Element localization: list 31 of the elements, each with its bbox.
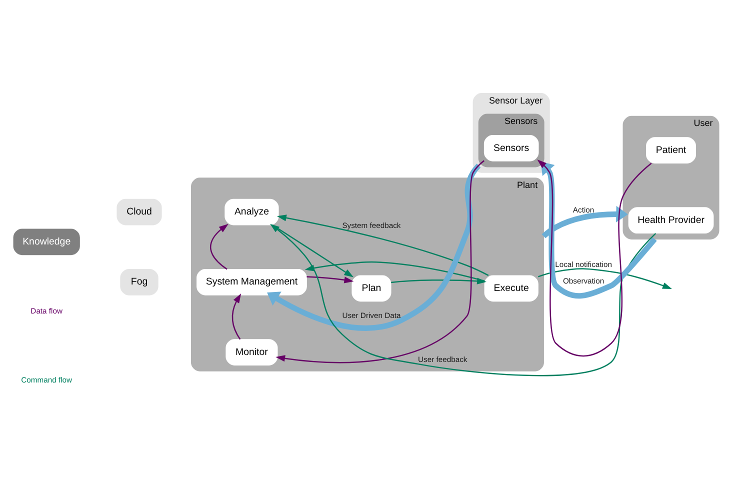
arrow: [537, 159, 652, 357]
arrow: [210, 224, 228, 270]
legend-label: Data flow: [30, 306, 62, 316]
arrow: [538, 268, 672, 290]
arrow: [276, 214, 489, 276]
node-box: Plan: [352, 275, 392, 302]
node-box: Analyze: [224, 198, 279, 226]
node-box: System Management: [196, 268, 307, 296]
node-box: Knowledge: [13, 228, 80, 256]
arrow: [276, 160, 485, 364]
edge-label: Local notification: [555, 260, 612, 269]
arrow: [272, 224, 354, 278]
arrow: [542, 206, 628, 238]
arrow: [270, 224, 656, 376]
edge-label: Action: [572, 206, 594, 215]
node-box: Health Provider: [628, 207, 714, 234]
edge-label: System feedback: [342, 220, 401, 230]
arrow: [232, 294, 242, 340]
node-box: Fog: [120, 268, 158, 296]
node-box: Cloud: [116, 198, 162, 226]
node-box: Patient: [646, 137, 696, 164]
arrow: [540, 162, 657, 299]
edge-label: User Driven Data: [342, 311, 401, 320]
arrow: [306, 276, 354, 284]
edge-label: User feedback: [418, 354, 468, 364]
edge-label: Observation: [562, 276, 604, 286]
arrow: [267, 164, 481, 331]
node-box: Execute: [484, 275, 538, 302]
node-box: Sensors: [484, 134, 539, 162]
node-box: Monitor: [226, 339, 278, 366]
legend-label: Command flow: [21, 376, 72, 385]
